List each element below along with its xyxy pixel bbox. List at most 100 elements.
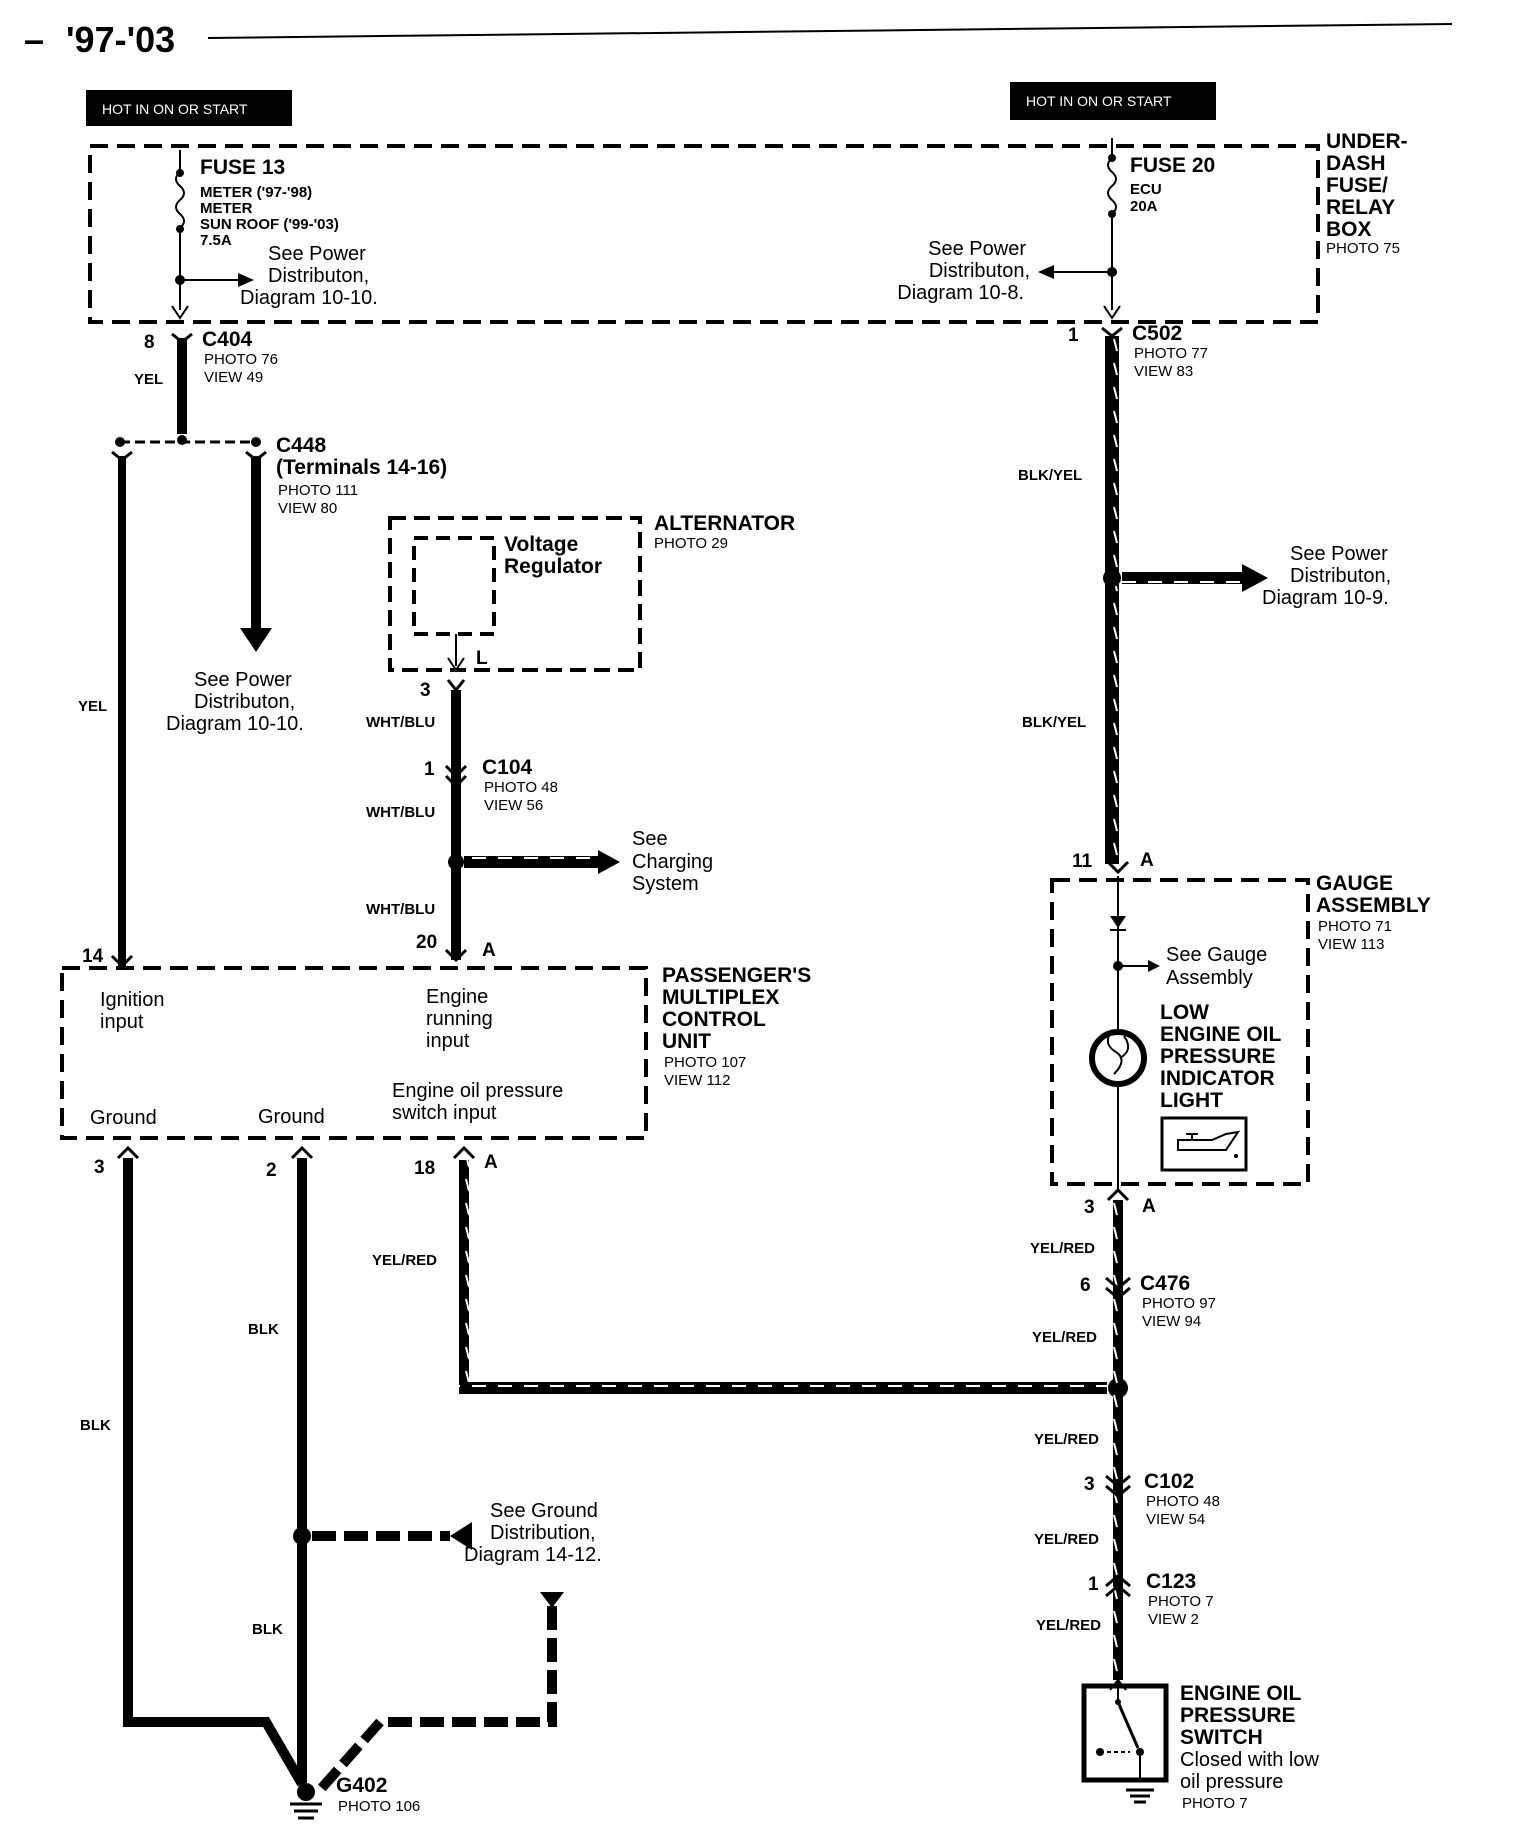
arrow-charging-system xyxy=(598,850,620,874)
eop-switch-desc-1: Closed with low xyxy=(1180,1749,1320,1771)
power-note-9-3: Diagram 10-9. xyxy=(1262,587,1389,609)
c404-name: C404 xyxy=(202,328,253,351)
gauge-internal-wiring xyxy=(1110,876,1160,1190)
c404-pin: 8 xyxy=(144,332,155,353)
header-dash: – xyxy=(24,19,44,60)
power-note-9-2: Distributon, xyxy=(1290,565,1391,587)
alternator-connector-symbol xyxy=(446,679,466,693)
pmcu-pin-18-letter: A xyxy=(484,1152,498,1173)
c123-symbol-2 xyxy=(1105,1584,1131,1598)
arrow-power-dist-10-9 xyxy=(1242,564,1268,592)
right-lower-5: YEL/RED xyxy=(1036,1617,1101,1634)
fuse-13-line-1: METER ('97-'98) xyxy=(200,184,312,201)
fuse-13-note-2: Distributon, xyxy=(268,265,369,287)
fuse-20-name: FUSE 20 xyxy=(1130,154,1215,177)
voltage-regulator-label-2: Regulator xyxy=(504,555,602,578)
pmcu-eop-1: Engine oil pressure xyxy=(392,1080,563,1102)
c502-line-1: PHOTO 77 xyxy=(1134,345,1208,362)
underdash-label-1: UNDER- xyxy=(1326,130,1408,153)
alternator-name: ALTERNATOR xyxy=(654,512,795,535)
wire-power-branch-10-9 xyxy=(1122,572,1244,584)
pmcu-pin-14-connector xyxy=(110,954,134,969)
pmcu-ground-2: Ground xyxy=(258,1106,325,1128)
c502-pin: 1 xyxy=(1068,325,1079,346)
ground-note-2: Distribution, xyxy=(490,1522,596,1544)
c448-line-1: PHOTO 111 xyxy=(278,482,358,499)
wire-blk-yel xyxy=(1105,336,1119,864)
c502-symbol xyxy=(1101,326,1123,338)
eop-switch-name-1: ENGINE OIL xyxy=(1180,1682,1302,1705)
c404-line-2: VIEW 49 xyxy=(204,369,263,386)
gauge-assembly-outline xyxy=(1050,878,1310,1186)
c448-name: C448 xyxy=(276,434,327,457)
c123-name: C123 xyxy=(1146,1570,1196,1593)
arrow-ground-dist xyxy=(450,1522,472,1550)
charging-note-3: System xyxy=(632,873,699,895)
gauge-bottom-connector xyxy=(1106,1187,1130,1202)
alt-wire-2: WHT/BLU xyxy=(366,804,435,821)
c104-line-2: VIEW 56 xyxy=(484,797,543,814)
c476-name: C476 xyxy=(1140,1272,1190,1295)
fuse-13 xyxy=(171,150,254,320)
pmcu-pin-20: 20 xyxy=(416,932,437,953)
alternator-pin-3: 3 xyxy=(420,680,431,701)
fuse-13-name: FUSE 13 xyxy=(200,156,285,179)
hot-label-right-box xyxy=(1010,82,1216,120)
c476-symbol xyxy=(1105,1276,1131,1290)
arrow-power-dist-10-10 xyxy=(240,628,272,652)
underdash-label-5: BOX xyxy=(1326,218,1372,241)
c104-pin: 1 xyxy=(424,759,435,780)
gauge-view: VIEW 113 xyxy=(1318,936,1384,953)
fuse-20-note-3: Diagram 10-8. xyxy=(897,282,1024,304)
pmcu-pin-2-connector xyxy=(290,1145,314,1160)
c104-line-1: PHOTO 48 xyxy=(484,779,558,796)
gauge-light-2: ENGINE OIL xyxy=(1160,1023,1282,1046)
fuse-20-symbol xyxy=(1107,157,1117,215)
eop-switch-name-3: SWITCH xyxy=(1180,1726,1263,1749)
right-lower-2: YEL/RED xyxy=(1032,1329,1097,1346)
hot-label-right: HOT IN ON OR START xyxy=(1026,93,1172,109)
alternator-outline xyxy=(388,516,642,672)
c123-line-2: VIEW 2 xyxy=(1148,1611,1199,1628)
fuse-13-symbol xyxy=(175,171,185,229)
fuse-13-line-2: METER xyxy=(200,200,253,217)
alt-wire-3: WHT/BLU xyxy=(366,901,435,918)
c102-name: C102 xyxy=(1144,1470,1194,1493)
wire-yel-red-right xyxy=(1113,1200,1123,1680)
gauge-pin-bottom-letter: A xyxy=(1142,1196,1156,1217)
header-rule xyxy=(207,23,1453,39)
fuse-20-line-1: ECU xyxy=(1130,181,1162,198)
regulator-lead-arrow xyxy=(447,657,465,672)
gauge-light-3: PRESSURE xyxy=(1160,1045,1276,1068)
fuse-13-line-4: 7.5A xyxy=(200,232,232,249)
indicator-bulb-icon xyxy=(1089,1029,1147,1087)
pmcu-name-1: PASSENGER'S xyxy=(662,964,811,987)
hot-label-left-box xyxy=(86,90,292,126)
wire-blk-ground-1 xyxy=(123,1158,307,1787)
c404-wire-color: YEL xyxy=(134,371,163,388)
right-lower-1: YEL/RED xyxy=(1030,1240,1095,1257)
c448-note-2: Distributon, xyxy=(194,691,295,713)
g402-name: G402 xyxy=(336,1774,387,1797)
c123-symbol xyxy=(1105,1574,1131,1588)
c102-pin: 3 xyxy=(1084,1474,1095,1495)
fuse-13-note-3: Diagram 10-10. xyxy=(240,287,378,309)
c102-line-1: PHOTO 48 xyxy=(1146,1493,1220,1510)
charging-note-1: See xyxy=(632,828,668,850)
pmcu-engine-running-3: input xyxy=(426,1030,470,1052)
gauge-pin-top-letter: A xyxy=(1140,850,1154,871)
c448-note-3: Diagram 10-10. xyxy=(166,713,304,735)
c102-symbol-2 xyxy=(1105,1484,1131,1498)
pmcu-engine-running-2: running xyxy=(426,1008,493,1030)
fuse-20-line-2: 20A xyxy=(1130,198,1158,215)
c448-note-1: See Power xyxy=(194,669,292,691)
wire-charging-branch xyxy=(464,856,600,868)
yel-red-mid-label: YEL/RED xyxy=(372,1252,437,1269)
underdash-photo: PHOTO 75 xyxy=(1326,240,1400,257)
oil-pressure-switch-icon xyxy=(1081,1678,1169,1804)
gauge-pin-top: 11 xyxy=(1072,851,1093,872)
fuse-13-line-3: SUN ROOF ('99-'03) xyxy=(200,216,339,233)
pmcu-name-3: CONTROL xyxy=(662,1008,766,1031)
c104-symbol-2 xyxy=(444,774,468,789)
